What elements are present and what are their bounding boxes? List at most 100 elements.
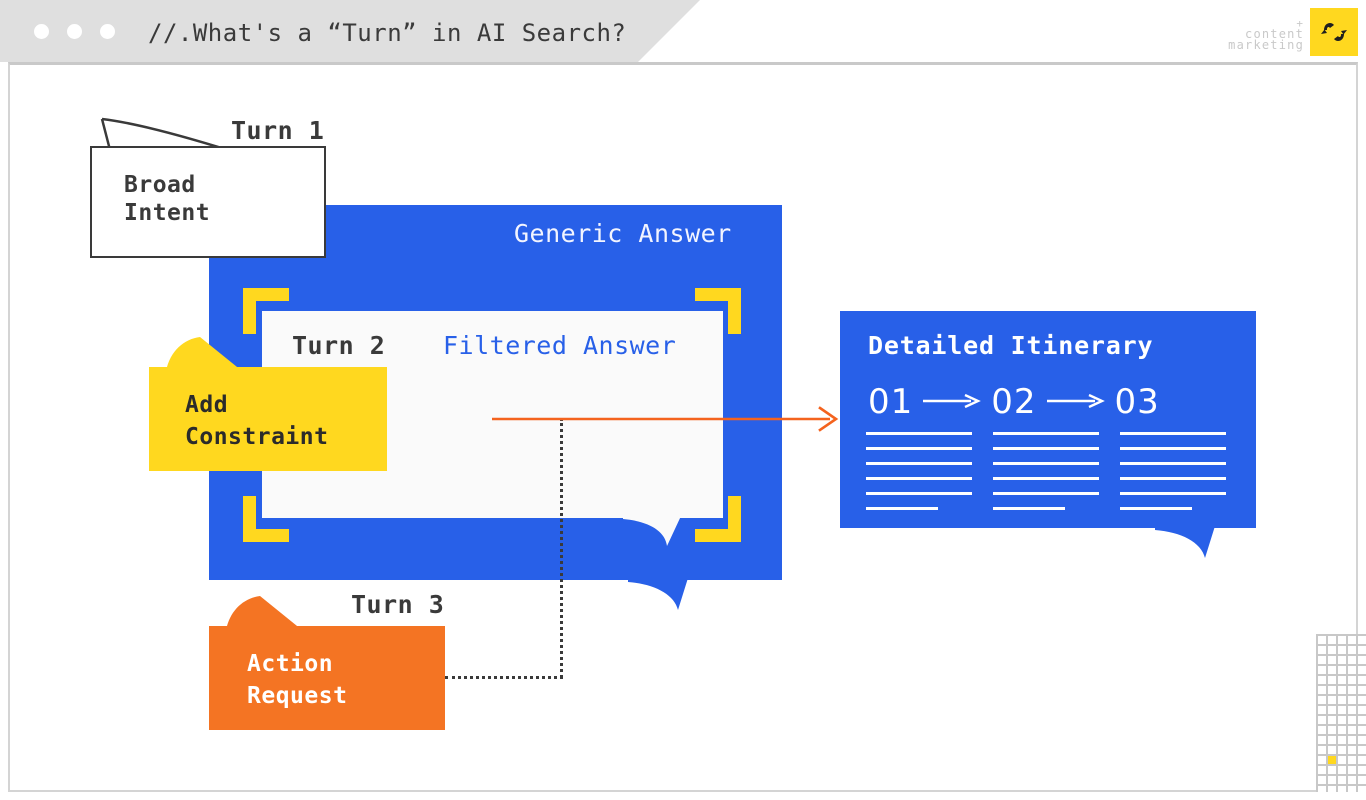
grid-cell	[1338, 646, 1346, 654]
window-controls[interactable]	[34, 24, 115, 39]
window-dot-maximize-icon[interactable]	[100, 24, 115, 39]
grid-cell	[1338, 696, 1346, 704]
grid-cell	[1328, 766, 1336, 774]
grid-cell	[1348, 776, 1356, 784]
broad-intent-box[interactable]	[90, 146, 326, 258]
grid-cell	[1318, 776, 1326, 784]
broad-intent-tail-icon	[100, 117, 229, 152]
detailed-itinerary-title: Detailed Itinerary	[868, 331, 1154, 360]
grid-cell	[1338, 776, 1346, 784]
grid-cell	[1338, 756, 1346, 764]
grid-cell	[1348, 766, 1356, 774]
window-dot-minimize-icon[interactable]	[67, 24, 82, 39]
action-request-text: Action Request	[247, 651, 348, 709]
grid-cell	[1318, 636, 1326, 644]
grid-cell	[1358, 716, 1366, 724]
itinerary-column-1	[866, 432, 972, 512]
grid-cell	[1348, 716, 1356, 724]
grid-cell	[1318, 646, 1326, 654]
grid-cell	[1358, 736, 1366, 744]
grid-cell	[1338, 716, 1346, 724]
connector-dotted-vertical	[560, 418, 563, 678]
grid-cell	[1328, 716, 1336, 724]
connector-dotted-horizontal	[445, 676, 563, 679]
brand-plus: +	[1296, 17, 1304, 30]
brand-line-marketing: marketing	[1228, 38, 1304, 52]
grid-cell	[1328, 746, 1336, 754]
detailed-itinerary-tail-icon	[1155, 526, 1215, 558]
grid-cell	[1348, 686, 1356, 694]
grid-cell	[1338, 636, 1346, 644]
grid-cell	[1358, 776, 1366, 784]
grid-cell	[1358, 656, 1366, 664]
grid-cell	[1338, 656, 1346, 664]
window-dot-close-icon[interactable]	[34, 24, 49, 39]
generic-answer-card-tail-icon	[628, 578, 688, 610]
itinerary-step-sequence: 01 02 03	[868, 380, 1228, 424]
grid-cell	[1328, 676, 1336, 684]
add-constraint-text: Add Constraint	[185, 392, 329, 450]
grid-cell	[1358, 726, 1366, 734]
generic-answer-label: Generic Answer	[514, 219, 732, 248]
grid-cell	[1348, 666, 1356, 674]
grid-cell	[1318, 756, 1326, 764]
corner-bracket-top-left-icon	[243, 288, 289, 334]
window-titlebar: //.What's a “Turn” in AI Search? + conte…	[0, 0, 1366, 62]
add-constraint-tail-icon	[166, 337, 242, 371]
turn-2-label: Turn 2	[292, 331, 386, 360]
grid-cell	[1318, 666, 1326, 674]
itinerary-column-2	[993, 432, 1099, 512]
grid-cell	[1358, 786, 1366, 792]
grid-cell	[1328, 636, 1336, 644]
itinerary-column-3	[1120, 432, 1226, 512]
grid-cell	[1328, 656, 1336, 664]
grid-cell	[1348, 756, 1356, 764]
page-title: //.What's a “Turn” in AI Search?	[148, 19, 627, 47]
grid-cell	[1348, 676, 1356, 684]
turn-1-label: Turn 1	[231, 116, 325, 145]
brand-wordmark: + content marketing	[1228, 16, 1304, 51]
grid-cell	[1348, 746, 1356, 754]
grid-cell	[1318, 696, 1326, 704]
grid-cell	[1348, 646, 1356, 654]
grid-cell	[1318, 676, 1326, 684]
grid-cell	[1358, 746, 1366, 754]
grid-cell	[1338, 786, 1346, 792]
grid-cell	[1318, 766, 1326, 774]
itinerary-step-02: 02	[991, 382, 1037, 422]
grid-cell	[1358, 756, 1366, 764]
corner-bracket-bottom-right-icon	[695, 496, 741, 542]
flow-arrow-icon	[492, 406, 839, 432]
grid-cell	[1348, 786, 1356, 792]
action-request-box[interactable]	[209, 626, 445, 730]
grid-cell	[1318, 726, 1326, 734]
grid-cell	[1338, 736, 1346, 744]
grid-cell	[1328, 666, 1336, 674]
filtered-answer-label: Filtered Answer	[443, 331, 677, 360]
grid-cell	[1338, 726, 1346, 734]
grid-cell	[1338, 766, 1346, 774]
grid-cell	[1348, 696, 1356, 704]
add-constraint-box[interactable]	[149, 367, 387, 471]
grid-cell	[1358, 636, 1366, 644]
grid-cell	[1318, 686, 1326, 694]
grid-cell	[1318, 716, 1326, 724]
grid-cell	[1328, 776, 1336, 784]
grid-cell	[1328, 686, 1336, 694]
grid-cell	[1358, 696, 1366, 704]
grid-cell	[1328, 646, 1336, 654]
corner-bracket-top-right-icon	[695, 288, 741, 334]
grid-cell	[1358, 686, 1366, 694]
grid-cell-highlighted	[1328, 756, 1336, 764]
linked-hooks-icon[interactable]	[1310, 8, 1358, 56]
grid-cell	[1358, 706, 1366, 714]
grid-cell	[1318, 746, 1326, 754]
dotted-grid-decoration	[1316, 634, 1366, 792]
grid-cell	[1358, 666, 1366, 674]
grid-cell	[1328, 786, 1336, 792]
grid-cell	[1328, 696, 1336, 704]
grid-cell	[1348, 726, 1356, 734]
grid-cell	[1318, 706, 1326, 714]
grid-cell	[1358, 676, 1366, 684]
